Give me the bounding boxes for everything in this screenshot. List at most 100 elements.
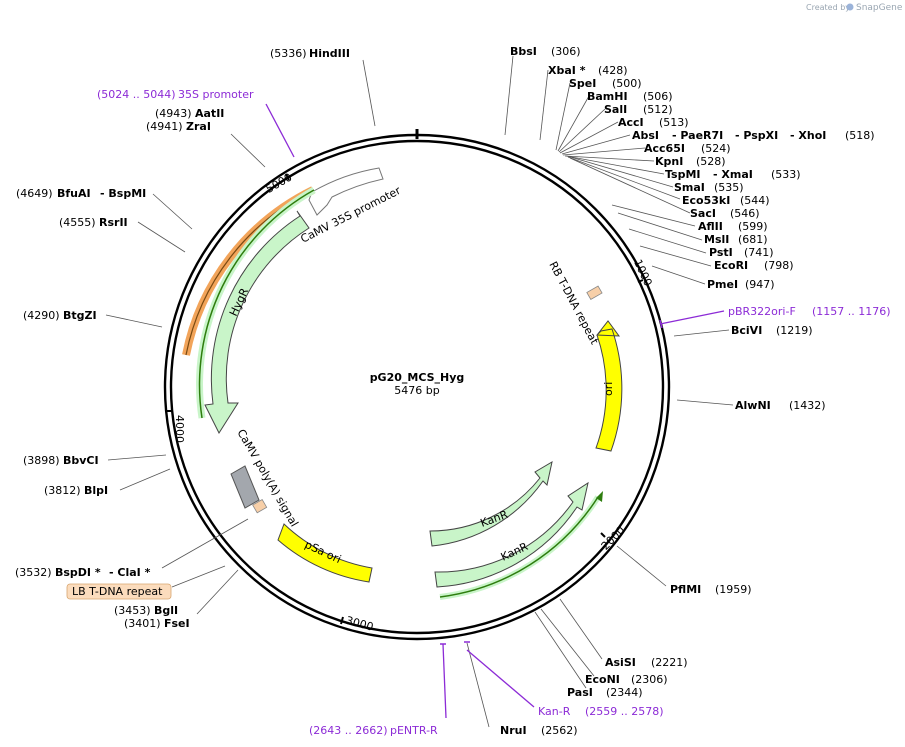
site-btgzi[interactable]: BtgZI — [63, 309, 97, 322]
site-pos: (741) — [744, 246, 774, 259]
site-fsei[interactable]: FseI — [164, 617, 190, 630]
site-pflmi[interactable]: PflMI — [670, 583, 701, 596]
site-pos: (599) — [738, 220, 768, 233]
site-pos: (535) — [714, 181, 744, 194]
kanr-arrow-2[interactable] — [434, 481, 589, 588]
site-hindiii[interactable]: HindIII — [309, 47, 350, 60]
site-pos: (2562) — [541, 724, 578, 737]
rb-tdna-box[interactable] — [586, 285, 603, 301]
site-msli[interactable]: MslI — [704, 233, 729, 246]
rb-tdna-label: RB T-DNA repeat — [546, 259, 601, 347]
site-nrui[interactable]: NruI — [500, 724, 527, 737]
lb-tdna-tag[interactable] — [66, 583, 172, 600]
site-clai[interactable]: - ClaI * — [109, 566, 151, 579]
site-eco53ki[interactable]: Eco53kI — [682, 194, 730, 207]
site-pmei[interactable]: PmeI — [707, 278, 738, 291]
site-blpi[interactable]: BlpI — [84, 484, 108, 497]
site-pos: (4943) — [155, 107, 192, 120]
site-aflii[interactable]: AflII — [698, 220, 723, 233]
site-smai[interactable]: SmaI — [674, 181, 705, 194]
credit-brand: SnapGene — [856, 3, 903, 13]
ori-arrow[interactable] — [595, 320, 623, 452]
site-psti[interactable]: PstI — [709, 246, 733, 259]
plasmid-name: pG20_MCS_Hyg — [370, 371, 465, 384]
site-bfuai[interactable]: BfuAI — [57, 187, 91, 200]
site-pos: (5336) — [270, 47, 307, 60]
kanr-arrow-1[interactable] — [429, 460, 553, 547]
site-labels: (5336) HindIII (5024 .. 5044) 35S promot… — [15, 45, 891, 737]
site-pos: (4290) — [23, 309, 60, 322]
site-econi[interactable]: EcoNI — [585, 673, 620, 686]
lb-tdna-box[interactable] — [252, 498, 268, 514]
site-aatii[interactable]: AatII — [195, 107, 224, 120]
site-paer7i[interactable]: - PaeR7I — [672, 129, 723, 142]
site-sali[interactable]: SalI — [604, 103, 627, 116]
site-saci[interactable]: SacI — [690, 207, 716, 220]
site-pos: (3812) — [44, 484, 81, 497]
tick-4000: 4000 — [173, 415, 186, 443]
site-zrai[interactable]: ZraI — [186, 120, 211, 133]
site-pos: (500) — [612, 77, 642, 90]
primer-pbr322ori-f[interactable]: pBR322ori-F — [728, 305, 796, 318]
site-bbsi[interactable]: BbsI — [510, 45, 537, 58]
site-pos: (524) — [701, 142, 731, 155]
primer-kan-r[interactable]: Kan-R — [538, 705, 571, 718]
site-acc65i[interactable]: Acc65I — [644, 142, 685, 155]
primer-35s-promoter[interactable]: 35S promoter — [178, 88, 254, 101]
site-alwni[interactable]: AlwNI — [735, 399, 771, 412]
site-bcivi[interactable]: BciVI — [731, 324, 762, 337]
site-pos: (3898) — [23, 454, 60, 467]
site-bbvci[interactable]: BbvCI — [63, 454, 99, 467]
lb-tdna-tag-label: LB T-DNA repeat — [72, 585, 163, 598]
site-pos: (2221) — [651, 656, 688, 669]
site-pos: (947) — [745, 278, 775, 291]
primer-pentr-r[interactable]: pENTR-R — [390, 724, 438, 737]
site-asisi[interactable]: AsiSI — [605, 656, 636, 669]
site-pos: (518) — [845, 129, 875, 142]
site-lines — [105, 55, 734, 728]
site-pasi[interactable]: PasI — [567, 686, 593, 699]
site-pos: (2306) — [631, 673, 668, 686]
credit-text: Created by — [806, 3, 850, 12]
site-pos: (512) — [643, 103, 673, 116]
site-pos: (513) — [659, 116, 689, 129]
site-spei[interactable]: SpeI — [569, 77, 596, 90]
site-xhoi[interactable]: - XhoI — [790, 129, 826, 142]
site-bspdi[interactable]: BspDI * — [55, 566, 101, 579]
site-tspmi[interactable]: TspMI — [665, 168, 701, 181]
kanr-green-arrowhead — [596, 491, 603, 502]
site-kpni[interactable]: KpnI — [655, 155, 683, 168]
site-pos: (2344) — [606, 686, 643, 699]
site-xbai[interactable]: XbaI * — [548, 64, 586, 77]
site-ecori[interactable]: EcoRI — [714, 259, 748, 272]
site-bspmi[interactable]: - BspMI — [100, 187, 146, 200]
snapgene-logo-icon — [846, 3, 854, 11]
psa-ori-box[interactable] — [277, 523, 373, 583]
site-pos: (4941) — [146, 120, 183, 133]
site-bgli[interactable]: BglI — [154, 604, 178, 617]
plasmid-size: 5476 bp — [394, 384, 439, 397]
site-pos: (4555) — [59, 216, 96, 229]
camv-polya-box[interactable] — [230, 465, 260, 509]
site-xmai[interactable]: - XmaI — [713, 168, 753, 181]
kanr-green-line — [439, 496, 599, 598]
tick-5000: 5000 — [264, 171, 295, 196]
site-rsrii[interactable]: RsrII — [99, 216, 128, 229]
primer-range: (5024 .. 5044) — [97, 88, 176, 101]
kanr-label-1: KanR — [479, 508, 510, 530]
hygr-arrow[interactable] — [204, 210, 310, 435]
site-pos: (3453) — [114, 604, 151, 617]
primer-range: (2559 .. 2578) — [585, 705, 664, 718]
site-pos: (428) — [598, 64, 628, 77]
primer-range: (2643 .. 2662) — [309, 724, 388, 737]
site-bamhi[interactable]: BamHI — [587, 90, 628, 103]
site-acci[interactable]: AccI — [618, 116, 644, 129]
site-pspxi[interactable]: - PspXI — [735, 129, 778, 142]
site-absi[interactable]: AbsI — [632, 129, 659, 142]
site-pos: (528) — [696, 155, 726, 168]
hygr-green-line — [198, 189, 315, 419]
primer-range: (1157 .. 1176) — [812, 305, 891, 318]
ori-label: ori — [602, 382, 615, 396]
site-pos: (506) — [643, 90, 673, 103]
